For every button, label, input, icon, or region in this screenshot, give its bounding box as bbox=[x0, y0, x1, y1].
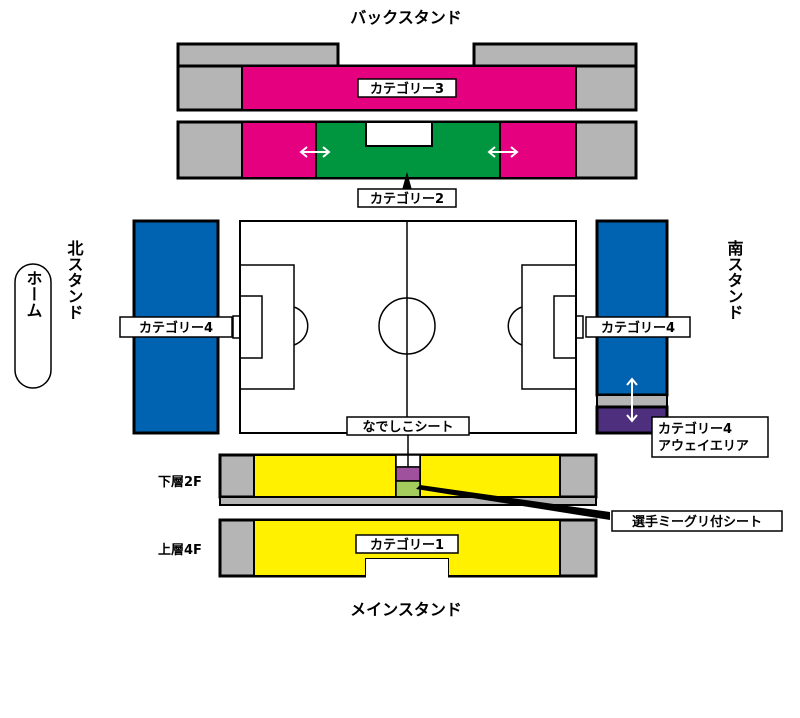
vertical-double-arrow-icon bbox=[626, 377, 638, 423]
back-stand-title: バックスタンド bbox=[350, 8, 462, 27]
category-3-lower-right[interactable] bbox=[499, 121, 577, 179]
player-mini-label: 選手ミーグリ付シート bbox=[632, 514, 762, 530]
category-3-label: カテゴリー3 bbox=[370, 81, 444, 97]
south-stand-title: 南スタンド bbox=[725, 239, 744, 320]
category-1-label-box bbox=[355, 534, 459, 554]
double-arrow-icon bbox=[487, 146, 519, 158]
home-label-box bbox=[14, 263, 52, 389]
upper-floor-label: 上層4F bbox=[158, 543, 202, 558]
category-3-label-box bbox=[357, 78, 457, 98]
category-1-lower-left[interactable] bbox=[253, 454, 397, 498]
category-4-south-label: カテゴリー4 bbox=[601, 320, 675, 336]
category-1-label: カテゴリー1 bbox=[370, 537, 444, 553]
north-stand-title: 北スタンド bbox=[65, 240, 84, 320]
category-4-south-label-box bbox=[585, 316, 691, 338]
category-4-north-label: カテゴリー4 bbox=[139, 320, 213, 336]
category-4-north-label-box bbox=[119, 316, 233, 338]
main-lower-walkway bbox=[219, 496, 597, 506]
back-stand-roof-left bbox=[176, 42, 340, 68]
nadeshiko-seat-section[interactable] bbox=[395, 466, 421, 482]
soccer-pitch bbox=[232, 220, 584, 434]
back-stand-roof-right bbox=[472, 42, 638, 68]
away-area-label-line1: カテゴリー4 bbox=[658, 421, 732, 437]
away-area-label-box bbox=[651, 416, 769, 458]
lower-floor-label: 下層2F bbox=[158, 475, 202, 490]
main-stand-title: メインスタンド bbox=[350, 600, 462, 619]
main-upper-center-gap bbox=[366, 559, 448, 578]
category-4-south-section[interactable] bbox=[595, 219, 669, 397]
nadeshiko-label: なでしこシート bbox=[362, 420, 453, 435]
home-label: ホーム bbox=[24, 270, 43, 318]
category-2-label: カテゴリー2 bbox=[370, 191, 444, 207]
away-area-label-line2: アウェイエリア bbox=[658, 439, 749, 454]
category-2-pointer bbox=[402, 172, 412, 190]
player-mini-label-box bbox=[611, 510, 783, 532]
player-mini-pointer bbox=[416, 485, 610, 520]
category-2-label-box bbox=[357, 188, 457, 208]
back-center-gap bbox=[365, 121, 433, 147]
double-arrow-icon bbox=[299, 146, 331, 158]
